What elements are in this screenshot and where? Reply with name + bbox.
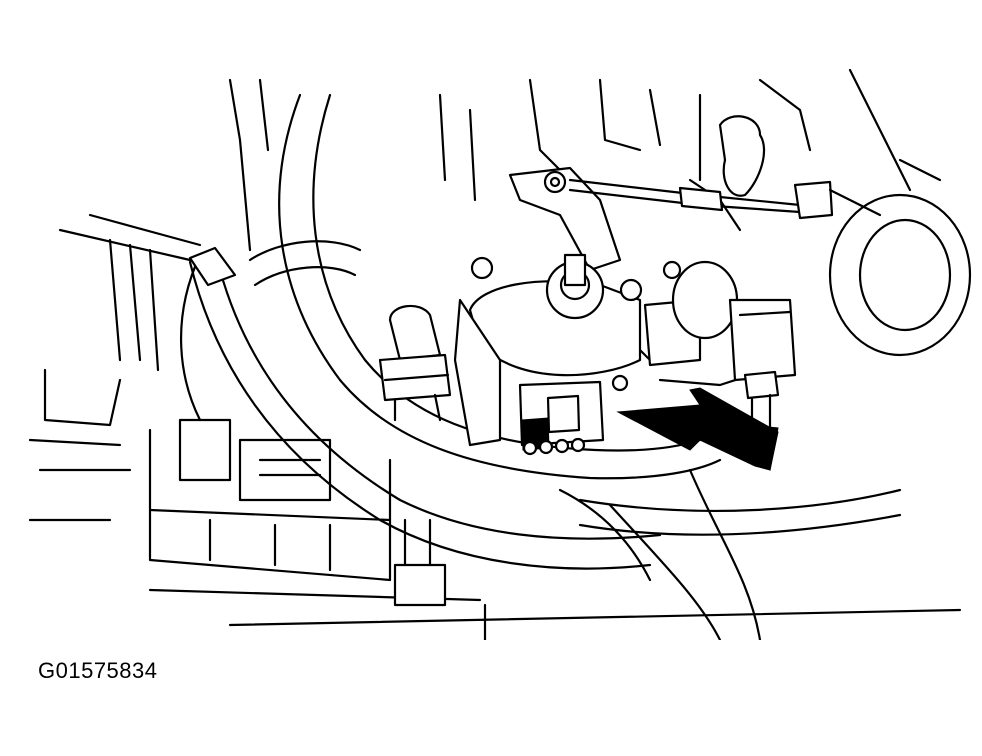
neutral-safety-switch	[453, 253, 702, 447]
switch-connector	[518, 380, 605, 456]
actuator-canister	[671, 260, 797, 382]
sensor-with-nut	[378, 304, 452, 422]
left-bracket-lines	[28, 213, 202, 522]
pulley-outline	[828, 188, 972, 357]
harness-clip	[393, 518, 447, 607]
shift-linkage	[508, 115, 834, 272]
indicator-arrows	[616, 387, 779, 471]
lower-hose	[148, 468, 962, 640]
figure-id-label: G01575834	[38, 658, 158, 683]
relay-block	[148, 418, 392, 582]
engine-bay-line-drawing	[28, 68, 972, 640]
